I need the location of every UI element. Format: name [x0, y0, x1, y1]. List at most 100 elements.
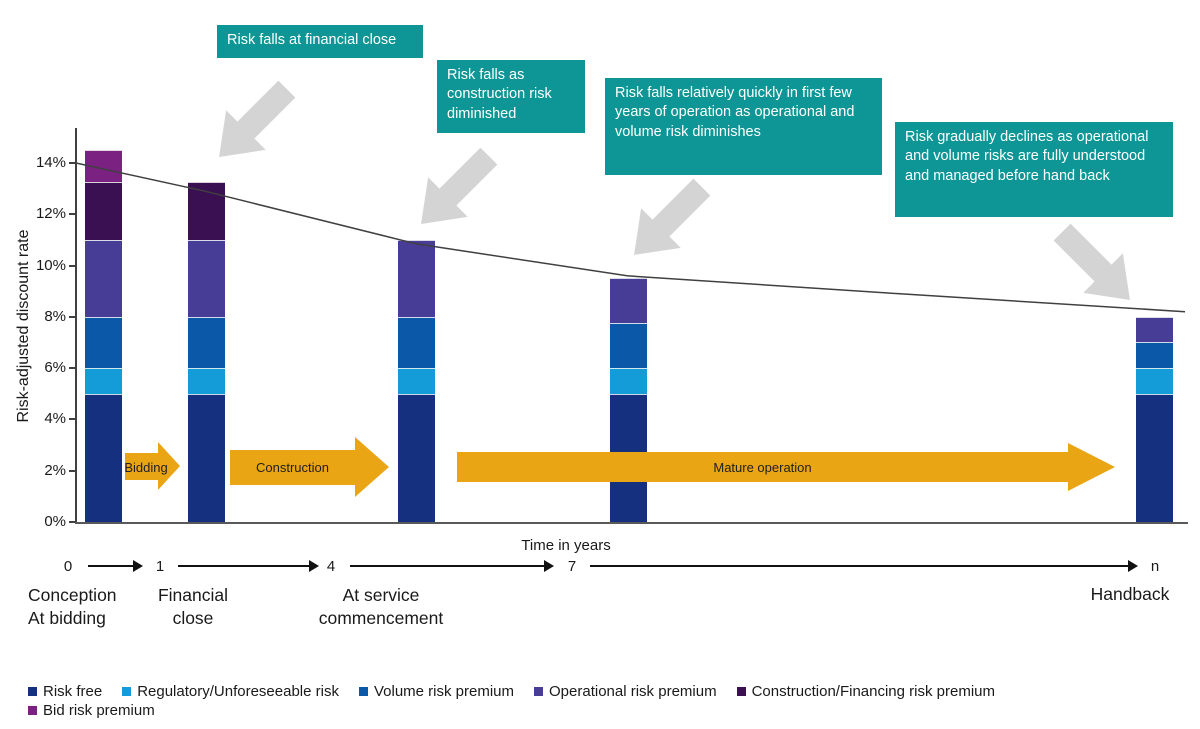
bar-segment [188, 239, 225, 317]
timeline-number: 7 [567, 558, 577, 575]
stage-label-handback: Handback [1078, 583, 1182, 606]
bidding-phase-arrow [125, 453, 158, 480]
stage-label-line: commencement [318, 608, 444, 628]
timeline-arrow-line [178, 565, 309, 567]
mature-operation-phase-arrow [457, 452, 1068, 482]
legend-swatch-icon [28, 687, 37, 696]
bar-segment [85, 368, 122, 394]
bar-segment [85, 150, 122, 183]
y-axis-line [75, 128, 77, 523]
bar-segment [398, 239, 435, 317]
legend-swatch-icon [534, 687, 544, 696]
legend-item: Construction/Financing risk premium [736, 683, 995, 700]
y-tick-mark [69, 264, 75, 267]
bar-segment [85, 182, 122, 240]
timeline-arrow-line [88, 565, 133, 567]
bar-segment [398, 316, 435, 369]
legend-label: Bid risk premium [43, 702, 155, 719]
y-tick-label: 4% [44, 410, 66, 428]
stage-label-line: Handback [1090, 584, 1170, 604]
bidding-phase-arrowhead [158, 442, 180, 490]
timeline-arrowhead [1128, 560, 1138, 572]
y-tick-mark [69, 161, 75, 164]
bar-segment [85, 393, 122, 522]
down-right-arrow-icon [1053, 223, 1130, 300]
legend: Risk free Regulatory/Unforeseeable risk Vo… [28, 683, 1178, 719]
construction-phase-arrowhead [355, 437, 389, 497]
x-axis-title: Time in years [521, 537, 611, 554]
legend-item: Bid risk premium [28, 702, 155, 719]
bar-segment [188, 393, 225, 522]
stage-label-line: Conception [28, 585, 117, 605]
legend-item: Regulatory/Unforeseeable risk [122, 683, 339, 700]
legend-item: Risk free [28, 683, 102, 700]
y-tick-mark [69, 213, 75, 216]
bar-segment [1136, 368, 1173, 394]
timeline-number: 0 [63, 558, 73, 575]
timeline-arrowhead [309, 560, 319, 572]
legend-label: Operational risk premium [549, 683, 717, 700]
stage-label-line: At bidding [28, 608, 106, 628]
timeline-arrowhead [544, 560, 554, 572]
legend-swatch-icon [358, 687, 368, 696]
legend-row: Bid risk premium [28, 702, 1178, 719]
bar-segment [610, 323, 647, 369]
mature-operation-phase-label: Mature operation [713, 460, 812, 475]
callout-construction-risk: Risk falls as construction risk diminish… [437, 60, 585, 133]
down-left-arrow-icon [219, 80, 296, 157]
y-tick-mark [69, 367, 75, 370]
legend-swatch-icon [736, 687, 746, 696]
legend-label: Regulatory/Unforeseeable risk [137, 683, 339, 700]
legend-item: Operational risk premium [534, 683, 717, 700]
bar-segment [188, 316, 225, 369]
timeline-number: 4 [326, 558, 336, 575]
down-left-arrow-icon [421, 147, 498, 224]
stage-label-service-commencement: At service commencement [300, 584, 462, 630]
bar-segment [1136, 342, 1173, 369]
legend-label: Risk free [43, 683, 103, 700]
timeline-arrow-line [590, 565, 1128, 567]
bar-segment [1136, 316, 1173, 343]
y-tick-label: 2% [44, 461, 66, 479]
y-tick-label: 12% [35, 205, 66, 223]
bar-segment [610, 278, 647, 324]
timeline-arrow-line [350, 565, 544, 567]
y-tick-label: 0% [44, 513, 66, 530]
y-tick-mark [69, 521, 75, 523]
y-tick-mark [69, 315, 75, 318]
down-left-arrow-icon [634, 178, 711, 255]
bar-segment [1136, 393, 1173, 522]
legend-swatch-icon [122, 687, 132, 696]
callout-operation-risk: Risk falls relatively quickly in first f… [605, 78, 882, 175]
callout-financial-close: Risk falls at financial close [217, 25, 423, 58]
y-tick-label: 8% [44, 307, 66, 325]
legend-swatch-icon [28, 706, 37, 715]
timeline-arrowhead [133, 560, 143, 572]
bar-segment [188, 368, 225, 394]
y-tick-mark [69, 469, 75, 472]
bar-segment [610, 368, 647, 394]
stage-label-line: Financial [157, 585, 229, 605]
stage-label-financial-close: Financial close [147, 584, 239, 630]
legend-label: Volume risk premium [373, 683, 515, 700]
callout-handback-risk: Risk gradually declines as operational a… [895, 122, 1173, 217]
y-tick-label: 10% [35, 256, 66, 274]
bar-segment [85, 239, 122, 317]
stage-label-conception: Conception At bidding [28, 584, 117, 630]
timeline-number: n [1150, 558, 1160, 575]
mature-operation-phase-arrowhead [1068, 443, 1115, 491]
legend-label: Construction/Financing risk premium [751, 683, 995, 700]
bidding-phase-label: Bidding [124, 460, 168, 475]
y-tick-label: 14% [35, 153, 66, 171]
stage-label-line: At service [342, 585, 420, 605]
legend-item: Volume risk premium [358, 683, 515, 700]
bar-segment [398, 393, 435, 522]
timeline-number: 1 [155, 558, 165, 575]
y-tick-mark [69, 418, 75, 421]
construction-phase-arrow [230, 450, 355, 485]
y-tick-label: 6% [44, 359, 66, 377]
stage-label-line: close [172, 608, 214, 628]
bar-segment [188, 182, 225, 240]
bar-segment [398, 368, 435, 394]
construction-phase-label: Construction [256, 460, 329, 475]
